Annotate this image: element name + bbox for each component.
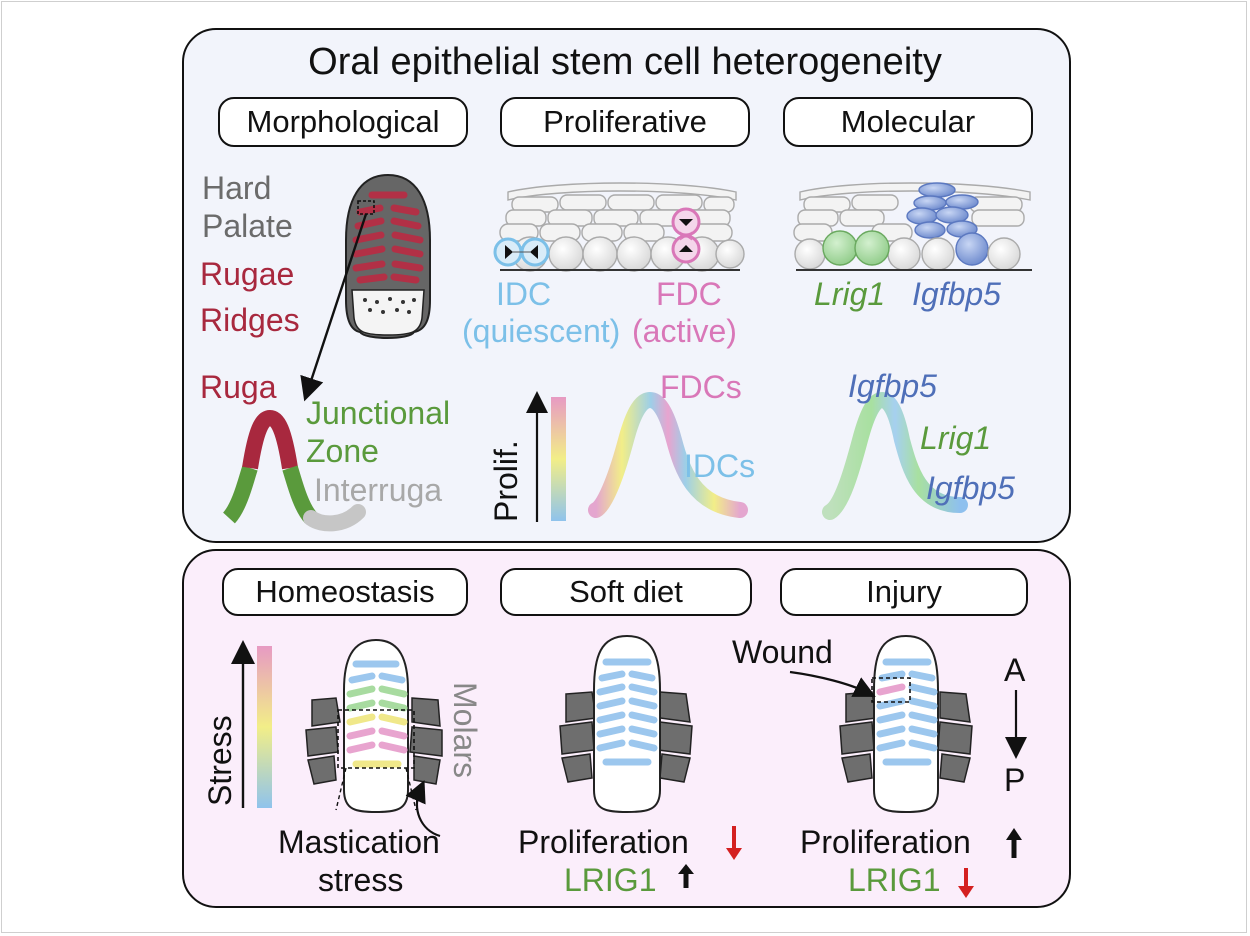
stress-gradient-bar (257, 646, 272, 808)
junctional-zone-label-line2: Zone (306, 433, 379, 469)
palate-homeostasis (305, 638, 443, 838)
posterior-label: P (1004, 762, 1026, 798)
ruga-label: Ruga (200, 369, 277, 405)
prolif-profile-curve (588, 391, 748, 518)
curve-igfbp5-bottom-label: Igfbp5 (926, 470, 1015, 506)
soft-diet-lrig1-label: LRIG1 (564, 862, 657, 898)
stress-axis-label: Stress (202, 715, 238, 806)
curve-igfbp5-top-label: Igfbp5 (848, 368, 937, 404)
hard-palate-label-line1: Hard (202, 170, 272, 206)
molars-label: Molars (447, 682, 483, 779)
palate-soft-diet (559, 634, 742, 888)
junctional-zone-label-line1: Junctional (306, 395, 451, 431)
idc-label: IDC (496, 276, 552, 312)
prolif-gradient-bar (551, 397, 566, 521)
mastication-label-line2: stress (318, 862, 404, 898)
igfbp5-label: Igfbp5 (912, 276, 1001, 312)
condition-injury: Injury (780, 568, 1028, 616)
idc-quiescent-label: (quiescent) (462, 313, 621, 349)
prolif-axis-label: Prolif. (488, 440, 524, 522)
wound-label: Wound (732, 634, 833, 670)
curve-lrig1-label: Lrig1 (920, 420, 992, 456)
fdc-active-label: (active) (632, 313, 737, 349)
condition-soft-diet: Soft diet (500, 568, 752, 616)
idcs-label: IDCs (684, 448, 756, 484)
soft-diet-proliferation-label: Proliferation (518, 824, 689, 860)
rugae-label-line1: Rugae (200, 256, 295, 292)
hard-palate-drawing (300, 173, 431, 402)
category-proliferative: Proliferative (500, 97, 750, 147)
anterior-label: A (1004, 652, 1026, 688)
mastication-label-line1: Mastication (278, 824, 440, 860)
fdc-label: FDC (656, 276, 722, 312)
injury-lrig1-label: LRIG1 (848, 862, 941, 898)
molecular-profile-curve (822, 391, 968, 520)
rugae-label-line2: Ridges (200, 302, 300, 338)
ruga-profile-curve (222, 409, 366, 532)
condition-homeostasis: Homeostasis (222, 568, 468, 616)
interruga-label: Interruga (314, 472, 443, 508)
fdc-cell (671, 207, 701, 264)
idc-cell (493, 237, 550, 267)
lrig1-label: Lrig1 (814, 276, 886, 312)
category-molecular: Molecular (783, 97, 1033, 147)
figure-title: Oral epithelial stem cell heterogeneity (308, 41, 942, 83)
injury-proliferation-label: Proliferation (800, 824, 971, 860)
proliferative-epithelium (493, 182, 745, 272)
palate-injury (789, 634, 1027, 898)
fdcs-label: FDCs (660, 369, 742, 405)
hard-palate-label-line2: Palate (202, 208, 293, 244)
category-morphological: Morphological (218, 97, 468, 147)
molecular-epithelium (793, 182, 1032, 271)
